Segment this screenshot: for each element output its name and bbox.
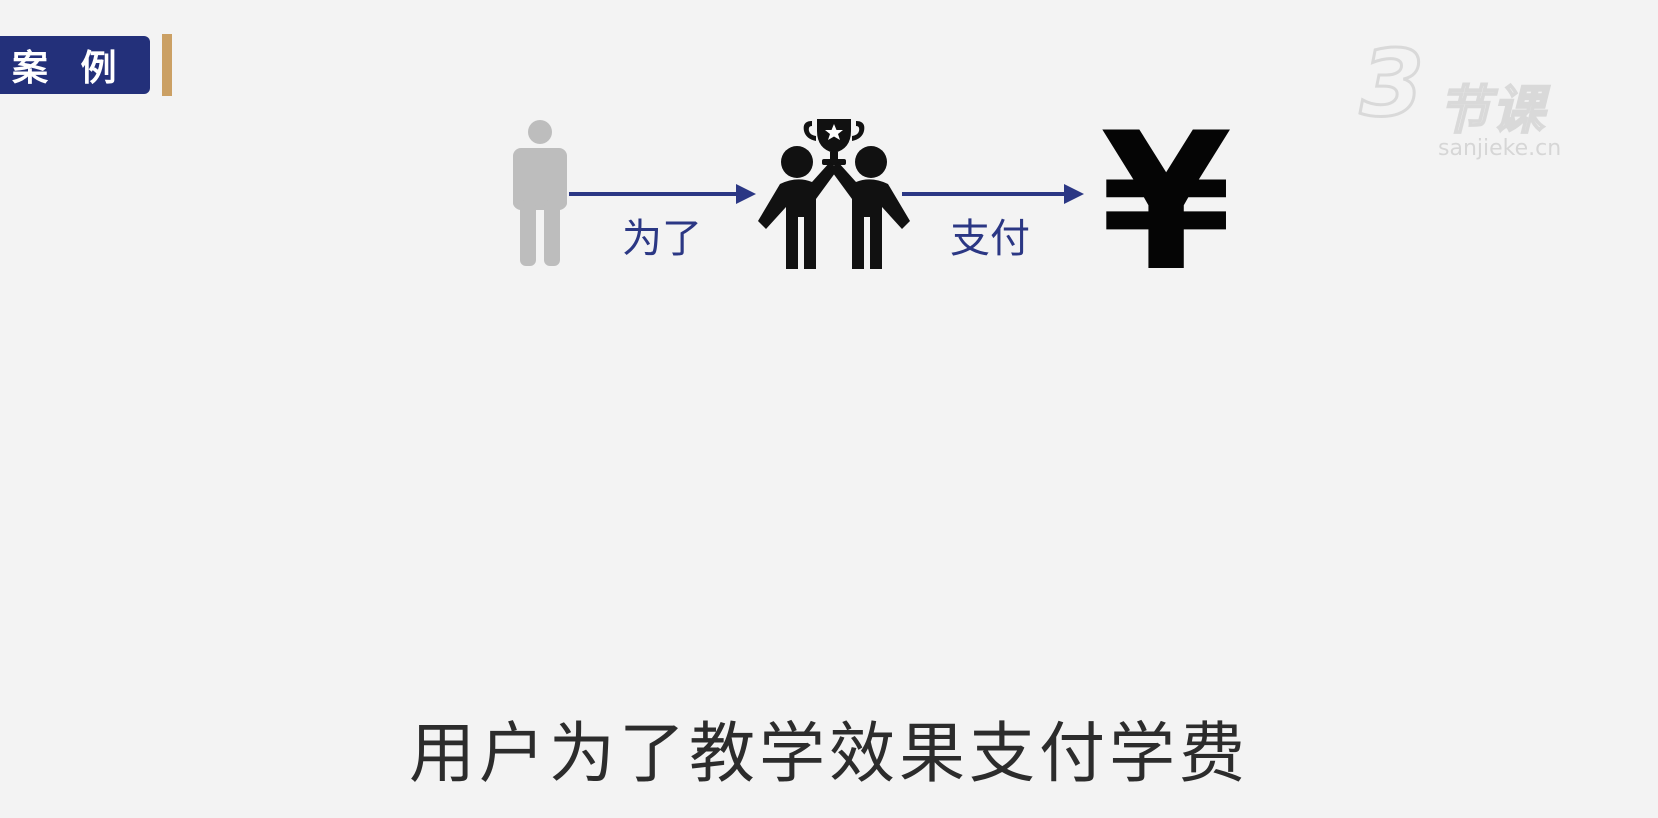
subtitle-caption: 用户为了教学效果支付学费: [409, 715, 1249, 792]
case-tag: 案 例: [0, 36, 150, 94]
edge-label-1: 为了: [622, 216, 702, 262]
watermark-url: sanjieke.cn: [1438, 136, 1562, 161]
case-tag-accent-bar: [162, 34, 172, 96]
case-tag-label: 案 例: [12, 48, 127, 89]
arrow-1: [569, 184, 756, 204]
watermark-name: 节课: [1437, 80, 1547, 142]
yen-icon: ¥: [1100, 92, 1233, 313]
person-icon: [513, 120, 567, 266]
edge-label-2: 支付: [950, 216, 1030, 262]
arrow-2: [902, 184, 1084, 204]
value-flow-diagram: 为了 支付 ¥: [0, 0, 1658, 300]
teamwork-trophy-icon: [758, 119, 910, 269]
watermark: 3 节课 sanjieke.cn: [1358, 30, 1600, 168]
watermark-logo-glyph: 3: [1358, 30, 1425, 137]
diagram-graphics: [513, 119, 1084, 269]
